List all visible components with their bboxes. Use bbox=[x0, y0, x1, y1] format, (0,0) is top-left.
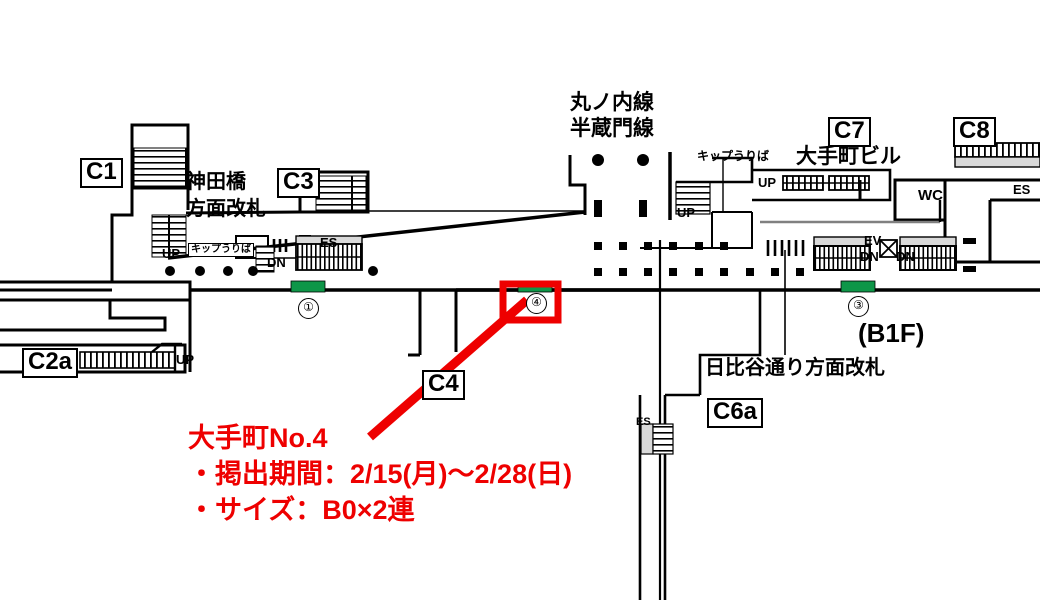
annotation-block: 大手町No.4 ・掲出期間：2/15(月)〜2/28(日) ・サイズ：B0×2連 bbox=[188, 420, 572, 529]
facility-dn-right-b: DN bbox=[896, 249, 915, 264]
center-left-wall bbox=[568, 155, 587, 215]
center-up-stairs bbox=[675, 181, 711, 215]
facility-ev: EV bbox=[864, 233, 882, 248]
center-ticket-room bbox=[711, 212, 753, 249]
c7-upper-corridor bbox=[752, 168, 892, 202]
exit-label-c7[interactable]: C7 bbox=[828, 117, 871, 147]
facility-dn-left: DN bbox=[267, 255, 286, 270]
c1-stair-block bbox=[110, 123, 190, 240]
right-edge-markers bbox=[963, 238, 976, 272]
gate-kandabashi-line1: 神田橋 bbox=[186, 171, 246, 193]
right-esc-deck-a bbox=[813, 236, 871, 247]
gate-hibiya-label: 日比谷通り方面改札 bbox=[705, 357, 885, 379]
highlight-box-no4 bbox=[499, 280, 562, 324]
center-round-pillars bbox=[592, 154, 649, 166]
c1-stairs-upper bbox=[133, 147, 187, 187]
building-label-otemachi: 大手町ビル bbox=[796, 145, 901, 168]
exit-label-c8[interactable]: C8 bbox=[953, 117, 996, 147]
elevator-symbol bbox=[879, 239, 898, 258]
facility-up-c2a: UP bbox=[176, 352, 195, 367]
exit-label-c2a[interactable]: C2a bbox=[22, 348, 79, 378]
annotation-period: ・掲出期間：2/15(月)〜2/28(日) bbox=[188, 459, 573, 490]
line-label-marunouchi: 丸ノ内線 bbox=[570, 91, 654, 114]
center-square-pillars bbox=[594, 200, 804, 276]
floor-label-b1f: (B1F) bbox=[858, 318, 925, 348]
exit-label-c1[interactable]: C1 bbox=[80, 158, 123, 188]
c2a-escalator bbox=[79, 351, 176, 369]
exit-label-c4[interactable]: C4 bbox=[422, 370, 465, 400]
facility-up-center: UP bbox=[677, 205, 696, 220]
concourse-top-edge-left bbox=[185, 210, 310, 215]
ticket-office-label-center: キップうりば bbox=[697, 149, 770, 163]
exit-label-c3[interactable]: C3 bbox=[277, 168, 320, 198]
platform-marker-1[interactable]: ① bbox=[298, 298, 319, 319]
ticket-office-label-left: キップうりば bbox=[188, 243, 254, 257]
platform-marker-4[interactable]: ④ bbox=[526, 293, 547, 314]
left-platform-pillars bbox=[165, 266, 378, 276]
left-dn-stairs bbox=[255, 245, 275, 273]
facility-dn-right-a: DN bbox=[860, 249, 879, 264]
c3-stairs bbox=[315, 175, 367, 211]
facility-up-c7: UP bbox=[758, 175, 777, 190]
c6a-es-steps bbox=[652, 423, 674, 455]
gate-kandabashi-line2: 方面改札 bbox=[186, 198, 266, 220]
c6a-es-deck bbox=[640, 423, 654, 455]
facility-wc: WC bbox=[918, 187, 943, 204]
exit-label-c6a[interactable]: C6a bbox=[707, 398, 764, 428]
annotation-size: ・サイズ：B0×2連 bbox=[188, 495, 415, 526]
facility-es-left: ES bbox=[320, 235, 338, 250]
line-label-hanzomon: 半蔵門線 bbox=[570, 117, 654, 140]
facility-es-c6a: ES bbox=[636, 416, 651, 428]
facility-es-right: ES bbox=[1013, 182, 1031, 197]
right-escalator-ticks bbox=[766, 240, 805, 256]
facility-up-left: UP bbox=[162, 246, 181, 261]
annotation-leader-line bbox=[367, 296, 530, 441]
annotation-title: 大手町No.4 bbox=[188, 423, 328, 453]
platform-marker-3[interactable]: ③ bbox=[848, 296, 869, 317]
c8-escalator-deck bbox=[954, 156, 1040, 168]
right-esc-deck-b bbox=[899, 236, 957, 247]
